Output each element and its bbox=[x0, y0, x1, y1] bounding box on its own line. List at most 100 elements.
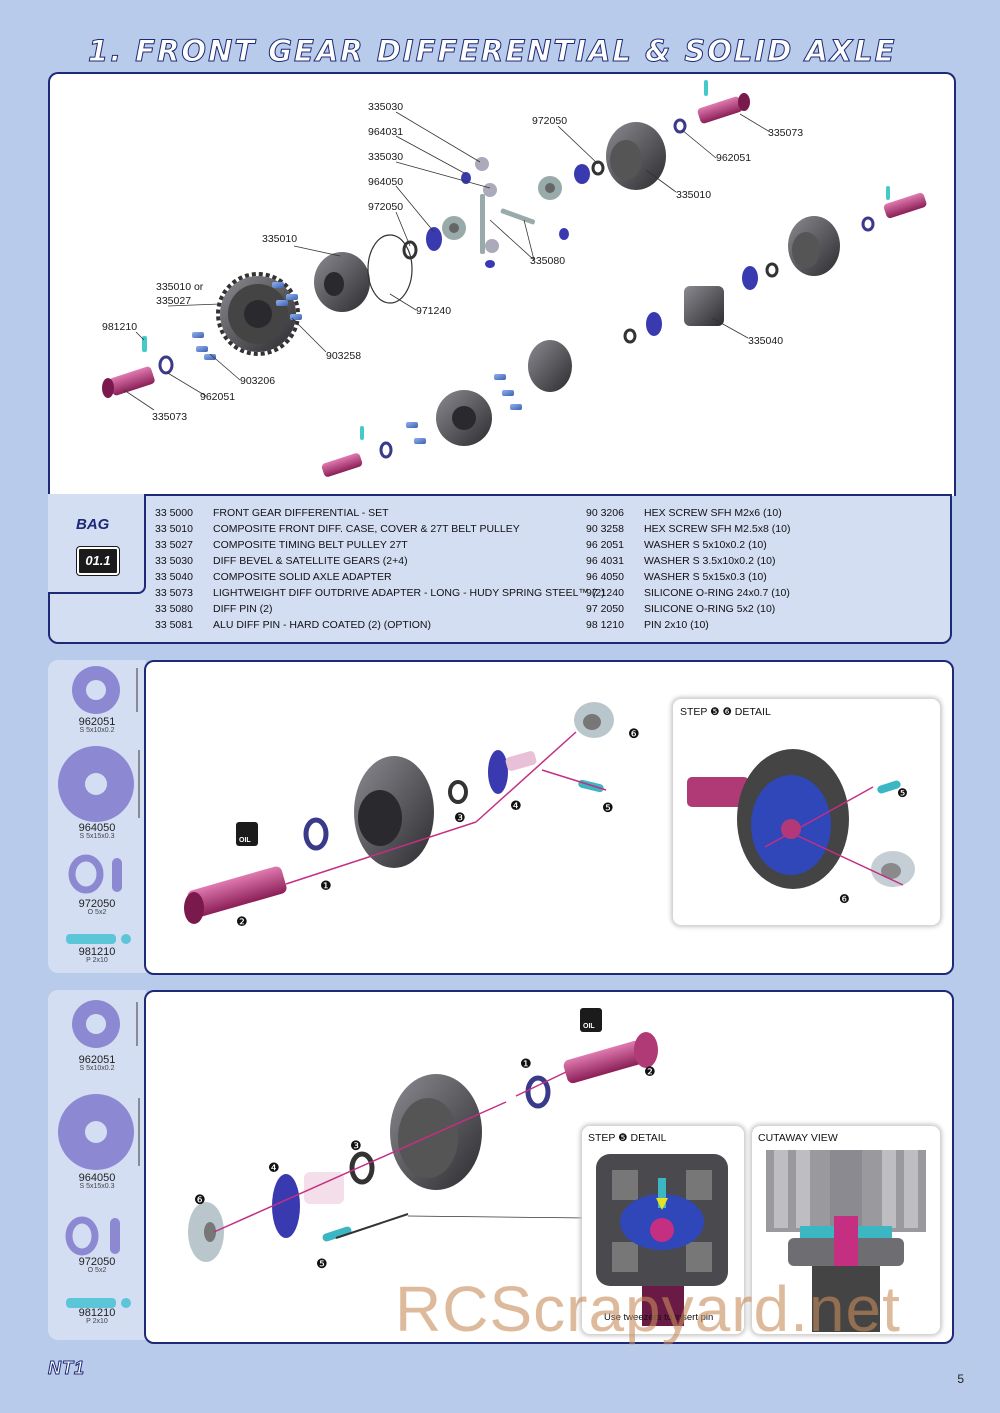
step1-side-drawing bbox=[58, 666, 140, 944]
oring-971240 bbox=[367, 234, 413, 304]
oring-972050 bbox=[402, 240, 418, 260]
washer-962051 bbox=[158, 355, 174, 375]
svg-text:OIL: OIL bbox=[583, 1023, 595, 1030]
bevel-gear-right bbox=[538, 176, 562, 200]
diff-case bbox=[354, 756, 434, 868]
oring bbox=[349, 1151, 375, 1185]
diff-cover bbox=[606, 122, 666, 190]
svg-text:964031: 964031 bbox=[368, 126, 403, 138]
diff-case bbox=[390, 1074, 482, 1190]
svg-text:335073: 335073 bbox=[768, 127, 803, 139]
svg-text:❶: ❶ bbox=[520, 1057, 532, 1072]
svg-text:335030: 335030 bbox=[368, 151, 403, 163]
assembly-arrows bbox=[213, 1071, 567, 1233]
svg-text:❻: ❻ bbox=[628, 727, 640, 742]
svg-text:981210: 981210 bbox=[102, 321, 137, 333]
svg-text:❺: ❺ bbox=[316, 1257, 328, 1272]
step2-detail-title: STEP ❺ DETAIL bbox=[588, 1132, 667, 1144]
step1-detail-title: STEP ❺ ❻ DETAIL bbox=[680, 706, 771, 718]
assembly-arrows bbox=[285, 731, 607, 885]
solid-axle-adapter bbox=[684, 286, 724, 326]
svg-text:❹: ❹ bbox=[510, 799, 522, 814]
exploded-view-drawing: 335030 964031 335030 964050 972050 33501… bbox=[102, 80, 927, 477]
svg-text:❻: ❻ bbox=[194, 1193, 206, 1208]
step2-drawing: ❶ ❷ ❸ ❹ ❺ ❻ OIL bbox=[188, 1008, 658, 1272]
step2-detail-drawing bbox=[596, 1154, 728, 1326]
svg-text:964050: 964050 bbox=[368, 176, 403, 188]
svg-text:335010 or: 335010 or bbox=[156, 281, 204, 293]
svg-text:335073: 335073 bbox=[152, 411, 187, 423]
svg-text:❷: ❷ bbox=[644, 1065, 656, 1080]
bag-number: 01.1 bbox=[76, 546, 120, 576]
svg-text:335080: 335080 bbox=[530, 255, 565, 267]
svg-text:972050: 972050 bbox=[532, 115, 567, 127]
outdrive-adapter-left bbox=[102, 366, 155, 398]
parts-list-box bbox=[48, 494, 952, 644]
svg-text:❺: ❺ bbox=[602, 801, 614, 816]
svg-text:❸: ❸ bbox=[350, 1139, 362, 1154]
step2-parts-sidebar bbox=[48, 990, 146, 1340]
exploded-view-panel: 335030 964031 335030 964050 972050 33501… bbox=[48, 72, 956, 496]
diff-case bbox=[314, 252, 370, 312]
pin bbox=[322, 1226, 352, 1242]
svg-text:❹: ❹ bbox=[268, 1161, 280, 1176]
step2-side-drawing bbox=[58, 1000, 140, 1308]
step2-detail-box bbox=[582, 1126, 744, 1334]
svg-text:962051: 962051 bbox=[200, 391, 235, 403]
svg-text:OIL: OIL bbox=[239, 837, 251, 844]
outdrive-adapter-right bbox=[697, 93, 750, 124]
washer bbox=[525, 1075, 551, 1109]
big-washer bbox=[272, 1174, 300, 1238]
svg-text:❺: ❺ bbox=[897, 786, 908, 800]
watermark: RCScrapyard.net bbox=[395, 1273, 901, 1345]
outdrive-adapter bbox=[184, 866, 287, 924]
tweezers-caption: Use tweezers to insert pin bbox=[604, 1312, 714, 1323]
svg-text:❸: ❸ bbox=[454, 811, 466, 826]
bevel-gear bbox=[188, 1202, 224, 1262]
svg-text:971240: 971240 bbox=[416, 305, 451, 317]
svg-text:335010: 335010 bbox=[262, 233, 297, 245]
bevel-gear bbox=[442, 216, 466, 240]
step1-detail-drawing: ❺ ❻ bbox=[687, 749, 915, 906]
solid-axle-assembly bbox=[321, 186, 927, 477]
page-title: 1. FRONT GEAR DIFFERENTIAL & SOLID AXLE bbox=[87, 34, 897, 69]
svg-text:962051: 962051 bbox=[716, 152, 751, 164]
bevel-gear bbox=[574, 702, 614, 738]
oil-icon: OIL bbox=[580, 1008, 602, 1032]
step1-parts-sidebar bbox=[48, 660, 146, 973]
cutaway-box bbox=[752, 1126, 940, 1334]
svg-text:335027: 335027 bbox=[156, 295, 191, 307]
oil-icon: OIL bbox=[236, 822, 258, 846]
svg-text:❷: ❷ bbox=[236, 915, 248, 930]
svg-text:335010: 335010 bbox=[676, 189, 711, 201]
leader-lines bbox=[123, 111, 771, 411]
svg-text:❻: ❻ bbox=[839, 892, 850, 906]
pin-981210 bbox=[142, 336, 147, 352]
svg-text:335030: 335030 bbox=[368, 101, 403, 113]
step-numbers: ❶❷ ❸❹ ❺❻ bbox=[236, 727, 640, 930]
svg-text:972050: 972050 bbox=[368, 201, 403, 213]
bag-area bbox=[48, 494, 146, 594]
satellite-gears bbox=[475, 157, 499, 253]
nt1-logo: NT1 bbox=[47, 1358, 86, 1379]
